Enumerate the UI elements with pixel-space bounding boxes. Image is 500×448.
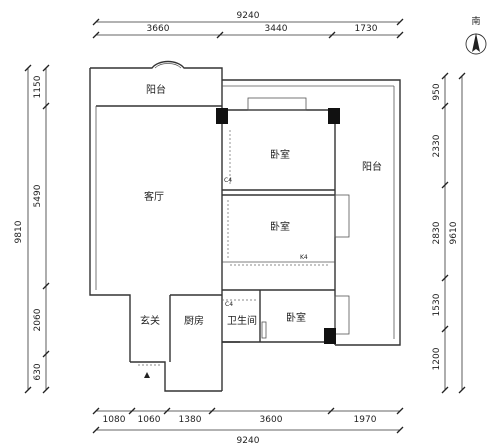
left-dim-seg-4: 630 xyxy=(33,363,43,380)
column xyxy=(324,328,336,344)
room-label-bedroom-3: 卧室 xyxy=(286,311,306,324)
entry-arrow-icon xyxy=(144,372,150,378)
right-dim-seg-3: 2830 xyxy=(432,221,442,244)
room-label-bedroom-2: 卧室 xyxy=(270,220,290,233)
room-label-kitchen: 厨房 xyxy=(184,314,204,327)
compass: 南 xyxy=(465,15,487,55)
left-dim-seg-2: 5490 xyxy=(33,184,43,207)
room-label-balcony-top: 阳台 xyxy=(146,83,166,96)
right-dim-seg-1: 950 xyxy=(432,83,442,100)
annotations: C4 K4 C4 xyxy=(224,177,308,308)
top-dim-seg-1: 3660 xyxy=(147,24,170,34)
room-label-bathroom: 卫生间 xyxy=(227,314,257,327)
annotation-3: C4 xyxy=(225,301,233,308)
left-dim-seg-1: 1150 xyxy=(33,75,43,98)
bottom-dimensions: 1080 1060 1380 3600 1970 9240 xyxy=(92,407,404,446)
left-total-dim: 9810 xyxy=(14,220,24,243)
room-label-bedroom-1: 卧室 xyxy=(270,148,290,161)
bottom-dim-seg-5: 1970 xyxy=(354,415,377,425)
right-dim-seg-5: 1200 xyxy=(432,347,442,370)
left-dim-seg-3: 2060 xyxy=(33,308,43,331)
compass-arrow-icon xyxy=(472,33,480,52)
top-dim-seg-2: 3440 xyxy=(265,24,288,34)
bottom-dim-seg-1: 1080 xyxy=(103,415,126,425)
right-dim-seg-4: 1530 xyxy=(432,293,442,316)
details xyxy=(138,130,330,378)
column xyxy=(216,108,228,124)
room-label-balcony-right: 阳台 xyxy=(362,160,382,173)
top-dimensions: 9240 3660 3440 1730 xyxy=(92,11,404,39)
right-total-dim: 9610 xyxy=(449,221,459,244)
annotation-1: C4 xyxy=(224,177,232,184)
annotation-2: K4 xyxy=(300,254,308,261)
compass-label: 南 xyxy=(471,15,480,27)
room-label-entrance: 玄关 xyxy=(140,314,160,327)
top-dim-seg-3: 1730 xyxy=(355,24,378,34)
room-label-living-room: 客厅 xyxy=(144,190,164,203)
left-dimensions: 9810 1150 5490 2060 630 xyxy=(14,64,50,394)
bottom-dim-seg-2: 1060 xyxy=(138,415,161,425)
walls xyxy=(89,60,401,392)
column xyxy=(328,108,340,124)
bottom-dim-seg-4: 3600 xyxy=(260,415,283,425)
bottom-total-dim: 9240 xyxy=(237,436,260,446)
right-dimensions: 950 2330 2830 1530 1200 9610 xyxy=(432,72,466,394)
top-total-dim: 9240 xyxy=(237,11,260,21)
right-dim-seg-2: 2330 xyxy=(432,134,442,157)
columns xyxy=(216,108,340,344)
bottom-dim-seg-3: 1380 xyxy=(179,415,202,425)
room-labels: 阳台 客厅 卧室 卧室 卧室 阳台 玄关 厨房 卫生间 xyxy=(140,83,382,327)
